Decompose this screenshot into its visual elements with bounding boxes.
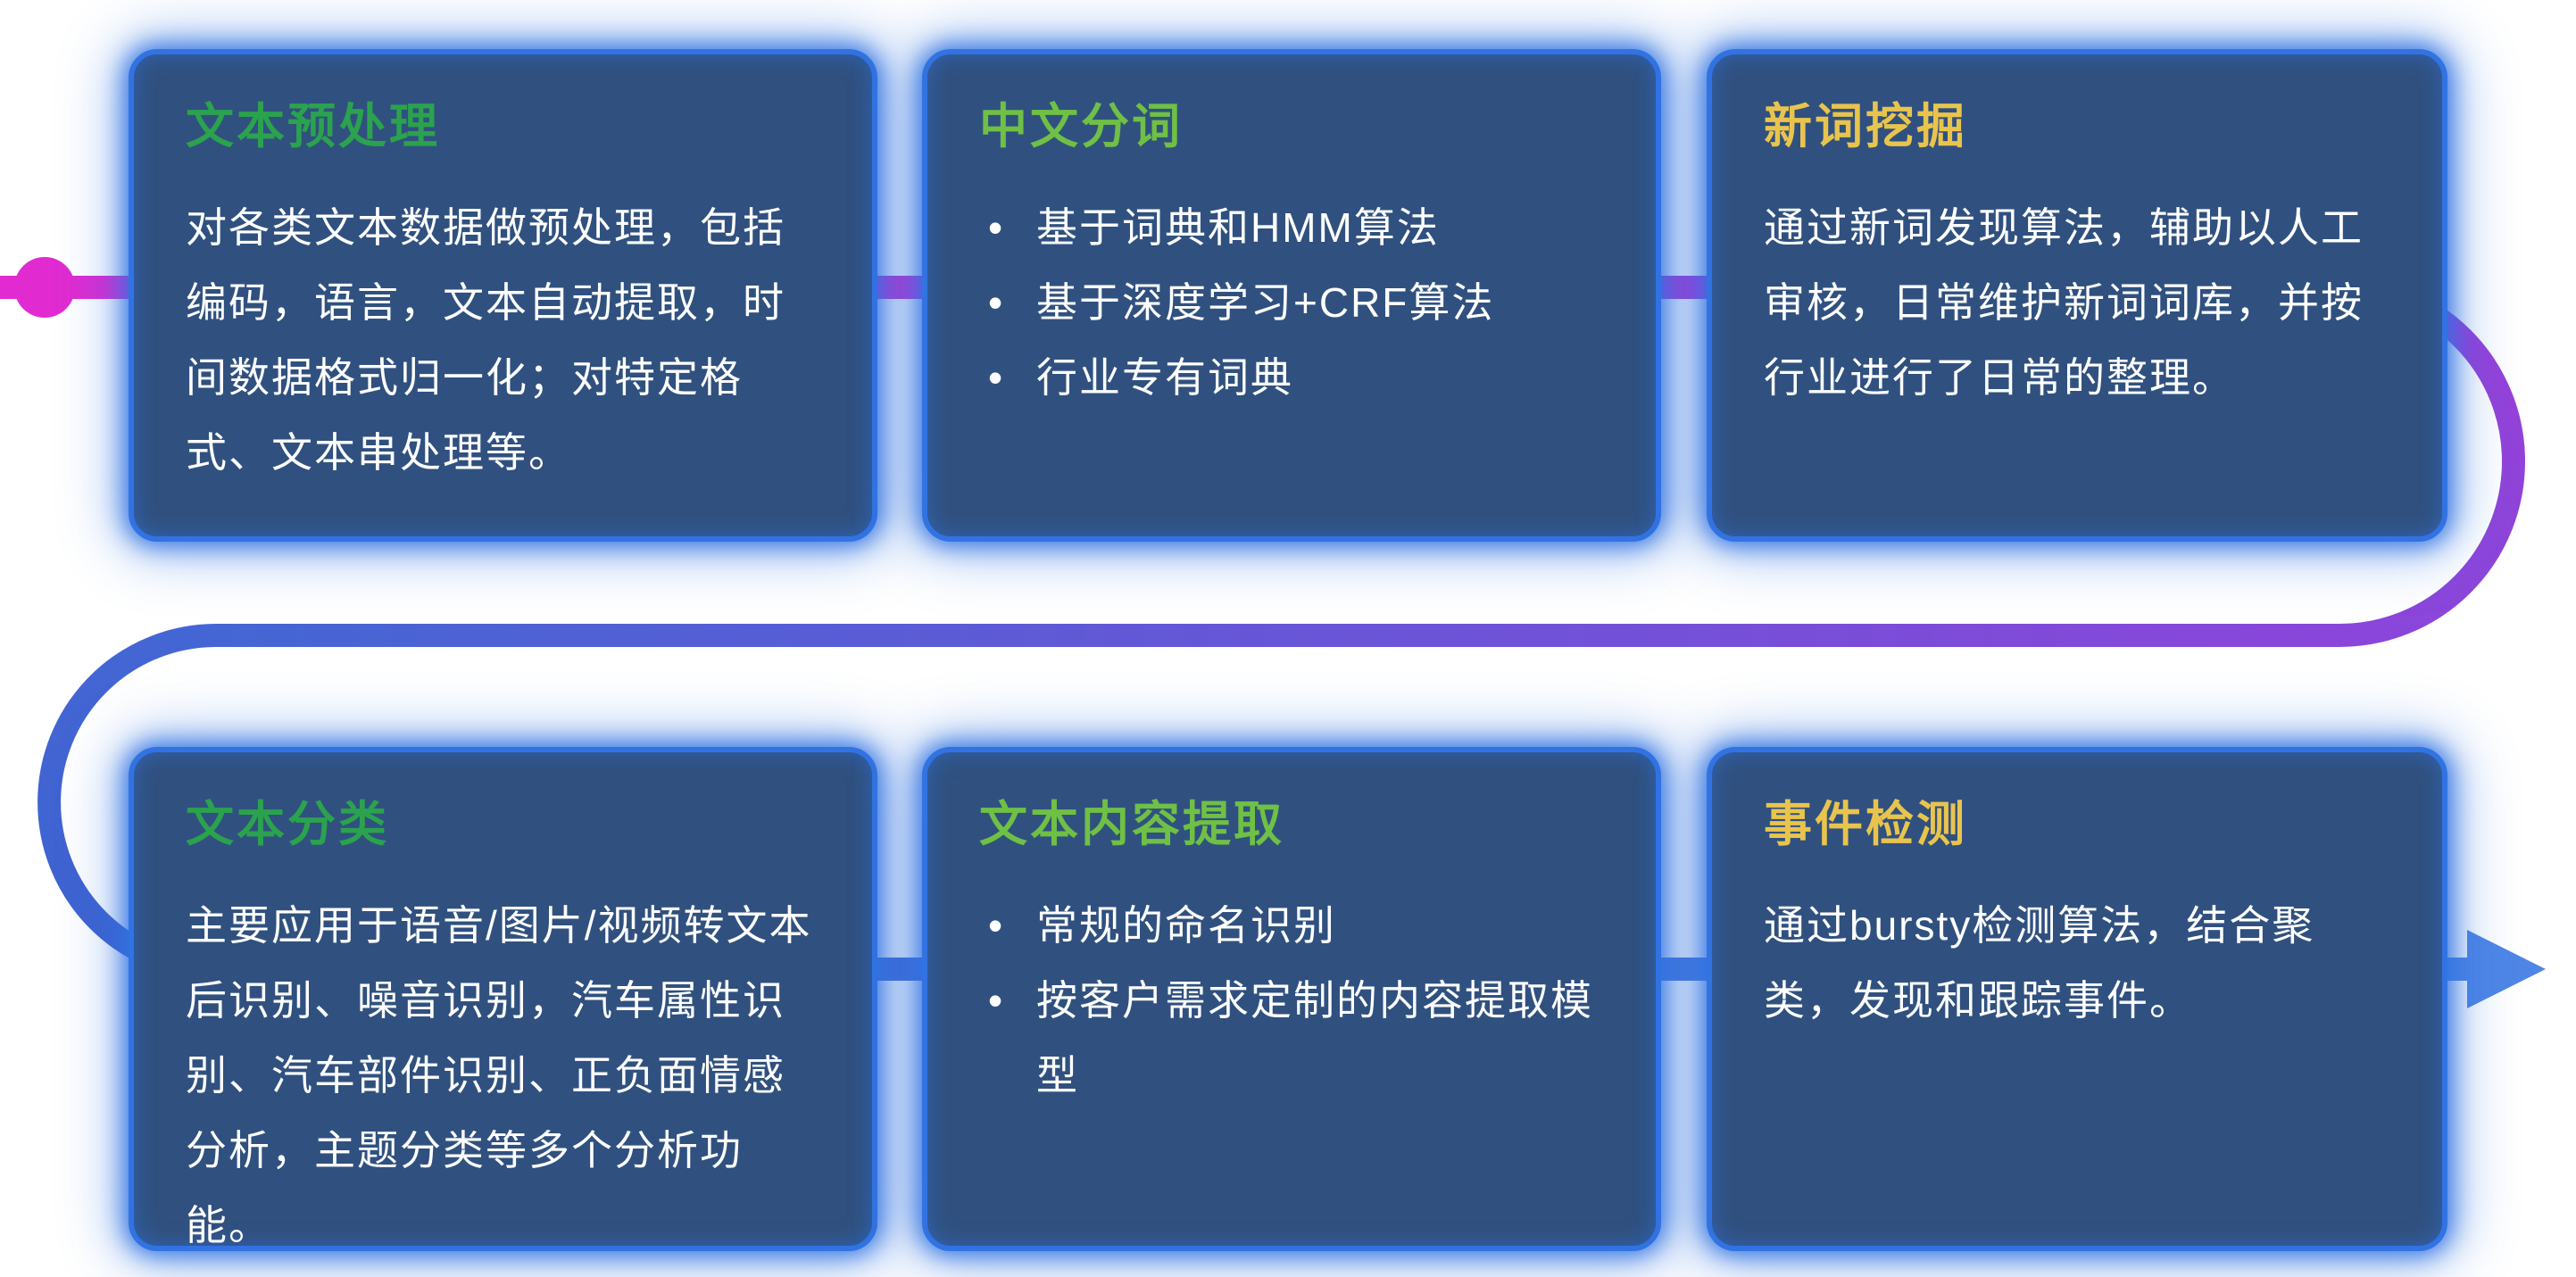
card-text-content-extraction: 文本内容提取 常规的命名识别 按客户需求定制的内容提取模型 (922, 747, 1661, 1251)
card-text-preprocessing: 文本预处理 对各类文本数据做预处理，包括编码，语言，文本自动提取，时间数据格式归… (129, 49, 877, 542)
bullet-item: 按客户需求定制的内容提取模型 (979, 963, 1604, 1113)
card-body: 通过bursty检测算法，结合聚类，发现和跟踪事件。 (1764, 902, 2315, 1024)
card-event-detection: 事件检测 通过bursty检测算法，结合聚类，发现和跟踪事件。 (1707, 747, 2447, 1251)
card-text-classification: 文本分类 主要应用于语音/图片/视频转文本后识别、噪音识别，汽车属性识别、汽车部… (129, 747, 877, 1251)
arrow-head-icon (2467, 930, 2546, 1008)
card-body: 主要应用于语音/图片/视频转文本后识别、噪音识别，汽车属性识别、汽车部件识别、正… (186, 902, 812, 1249)
card-new-word-mining: 新词挖掘 通过新词发现算法，辅助以人工审核，日常维护新词词库，并按行业进行了日常… (1707, 49, 2447, 542)
card-title: 中文分词 (979, 100, 1183, 153)
card-title: 文本分类 (186, 798, 389, 851)
bullet-item: 基于深度学习+CRF算法 (979, 265, 1604, 340)
bullet-list: 基于词典和HMM算法 基于深度学习+CRF算法 行业专有词典 (979, 190, 1604, 415)
card-body: 对各类文本数据做预处理，包括编码，语言，文本自动提取，时间数据格式归一化；对特定… (186, 204, 785, 477)
card-title: 文本预处理 (186, 100, 440, 153)
bullet-item: 基于词典和HMM算法 (979, 190, 1604, 265)
card-body: 通过新词发现算法，辅助以人工审核，日常维护新词词库，并按行业进行了日常的整理。 (1764, 204, 2364, 402)
card-title: 文本内容提取 (979, 798, 1284, 851)
bullet-list: 常规的命名识别 按客户需求定制的内容提取模型 (979, 888, 1604, 1113)
bullet-item: 行业专有词典 (979, 340, 1604, 415)
card-title: 事件检测 (1764, 798, 1967, 851)
bullet-item: 常规的命名识别 (979, 888, 1604, 963)
start-dot-icon (14, 257, 75, 318)
card-chinese-word-segmentation: 中文分词 基于词典和HMM算法 基于深度学习+CRF算法 行业专有词典 (922, 49, 1661, 542)
card-title: 新词挖掘 (1764, 100, 1967, 153)
